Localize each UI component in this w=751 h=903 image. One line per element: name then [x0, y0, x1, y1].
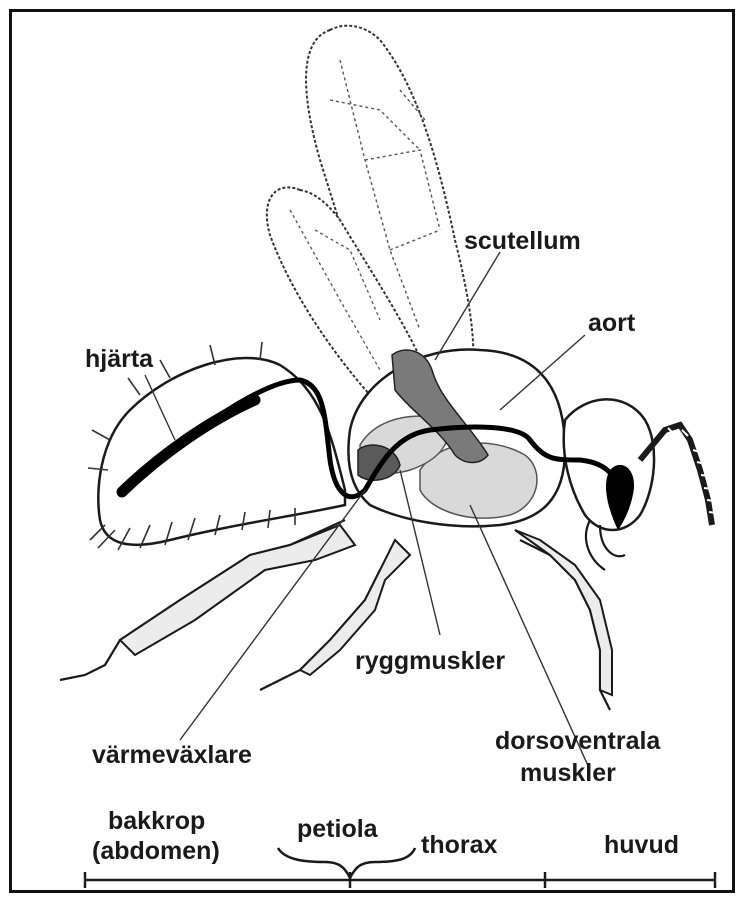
segment-thorax: thorax	[421, 832, 497, 858]
hind-leg-femur	[120, 525, 355, 655]
label-scutellum: scutellum	[464, 228, 581, 254]
body-scale-bar	[85, 872, 715, 888]
head-body	[564, 399, 654, 530]
fore-leg-shape	[515, 530, 612, 695]
label-hjarta: hjärta	[85, 346, 153, 372]
label-dorsoventrala: dorsoventrala	[495, 728, 660, 754]
label-ryggmuskler: ryggmuskler	[355, 648, 505, 674]
label-muskler: muskler	[520, 760, 616, 786]
segment-bakkrop: bakkrop	[108, 808, 205, 834]
label-aort: aort	[588, 310, 635, 336]
segment-petiola: petiola	[297, 816, 378, 842]
segment-abdomen: (abdomen)	[92, 838, 220, 864]
label-varmevaxlare: värmeväxlare	[92, 742, 252, 768]
petiola-brace	[278, 848, 415, 878]
segment-huvud: huvud	[604, 832, 679, 858]
